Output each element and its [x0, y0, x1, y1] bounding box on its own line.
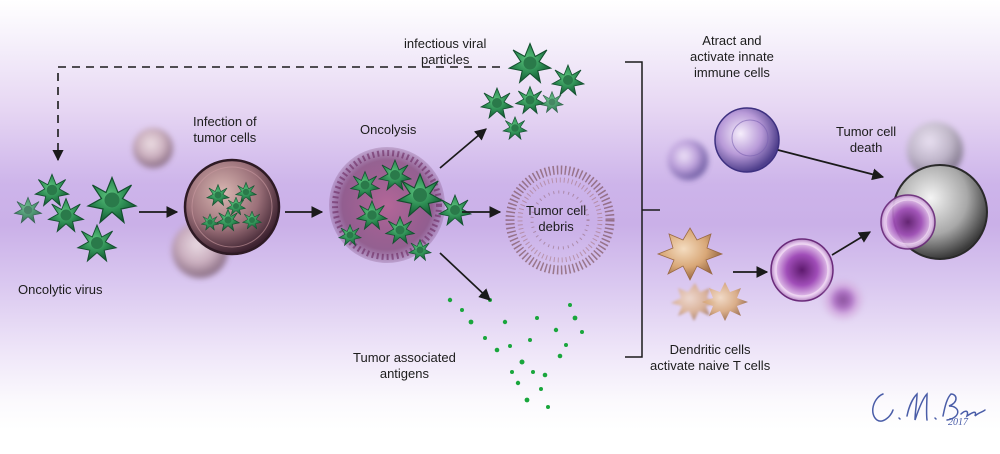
artist-signature — [872, 392, 986, 422]
oncolytic-virus-cluster — [13, 173, 137, 262]
infected-tumor-cell — [183, 158, 281, 256]
dying-tumor-cells — [880, 122, 988, 260]
feedback-dashed-arrow — [52, 66, 500, 162]
dendritic-cells — [656, 227, 748, 321]
tumor-cell-debris — [505, 165, 615, 275]
tumor-associated-antigens — [447, 297, 584, 409]
arrow-to-viral-particles — [439, 128, 487, 169]
label-oncolysis: Oncolysis — [360, 122, 417, 137]
t-cells — [770, 238, 862, 319]
oncolysis-cell — [329, 147, 472, 263]
arrow-innate-to-death — [777, 149, 885, 181]
innate-immune-cells — [668, 107, 780, 180]
convergence-bracket — [625, 61, 660, 358]
signature-year: 2017 — [948, 417, 968, 428]
released-viral-particles — [480, 42, 585, 140]
label-oncolytic-virus: Oncolytic virus — [18, 282, 103, 297]
arrow-tcell-to-death — [831, 231, 872, 256]
arrow-to-antigens — [439, 252, 491, 301]
